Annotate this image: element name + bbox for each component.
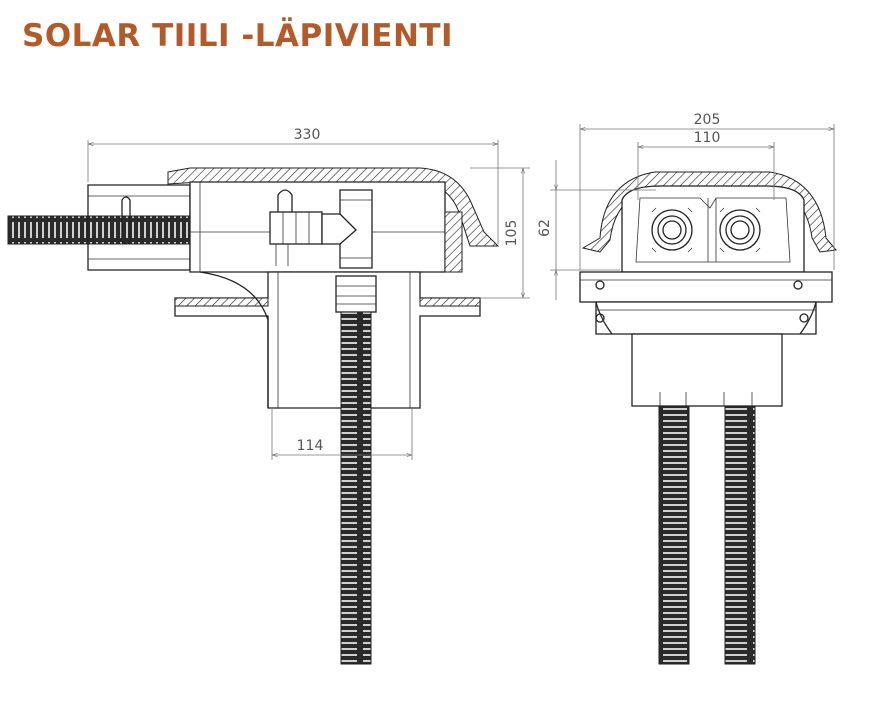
dim-front-height: 62 [537, 219, 553, 237]
dim-side-width: 330 [294, 127, 321, 143]
front-view [579, 171, 837, 665]
dim-front-width: 205 [694, 112, 721, 128]
front-tube-body [631, 333, 783, 407]
side-valve-handle [277, 189, 293, 212]
side-hose-in-sleeve [87, 215, 199, 245]
side-vertical-nut [335, 275, 377, 313]
dim-side-pipe: 114 [297, 438, 324, 454]
front-hose-left [658, 405, 690, 665]
front-dimensions [550, 124, 835, 300]
front-base-plate [579, 271, 833, 303]
dim-side-height: 105 [504, 220, 520, 247]
front-housing [621, 185, 805, 273]
page-title: SOLAR TIILI -LÄPIVIENTI [22, 18, 454, 54]
front-port-right [719, 207, 761, 253]
dim-front-inner: 110 [694, 130, 721, 146]
front-hose-right [724, 405, 756, 665]
side-tee-fitting [321, 189, 373, 269]
front-port-left [651, 207, 693, 253]
side-flange-base [174, 271, 481, 409]
side-dimensions [87, 140, 530, 460]
front-flange [595, 301, 817, 335]
side-vertical-hose [340, 311, 372, 665]
side-view [7, 167, 500, 665]
